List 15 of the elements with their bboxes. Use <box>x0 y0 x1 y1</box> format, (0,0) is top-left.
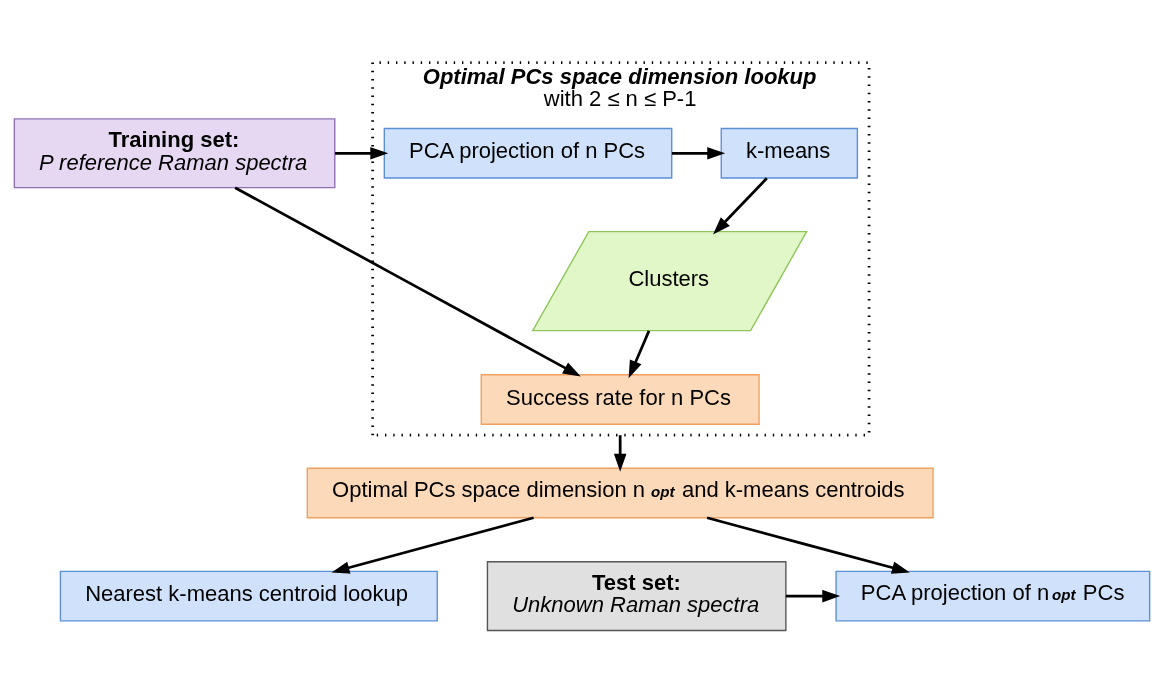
arrow <box>785 589 841 603</box>
arrow <box>613 435 627 472</box>
node-box: Success rate for n PCs <box>480 374 760 425</box>
arrow <box>713 177 768 235</box>
arrow <box>706 516 910 574</box>
node-box: PCA projection of n PCs <box>383 127 673 179</box>
arrow <box>234 186 581 377</box>
node-box: k-means <box>720 127 859 179</box>
arrow <box>331 516 534 574</box>
node-box: Test set: Unknown Raman spectra <box>486 561 787 632</box>
arrow <box>671 147 726 160</box>
arrow <box>628 330 651 379</box>
arrow <box>335 147 389 160</box>
node-box: Nearest k-means centroid lookup <box>59 570 438 622</box>
node-box: Training set: P reference Raman spectra <box>13 118 336 189</box>
